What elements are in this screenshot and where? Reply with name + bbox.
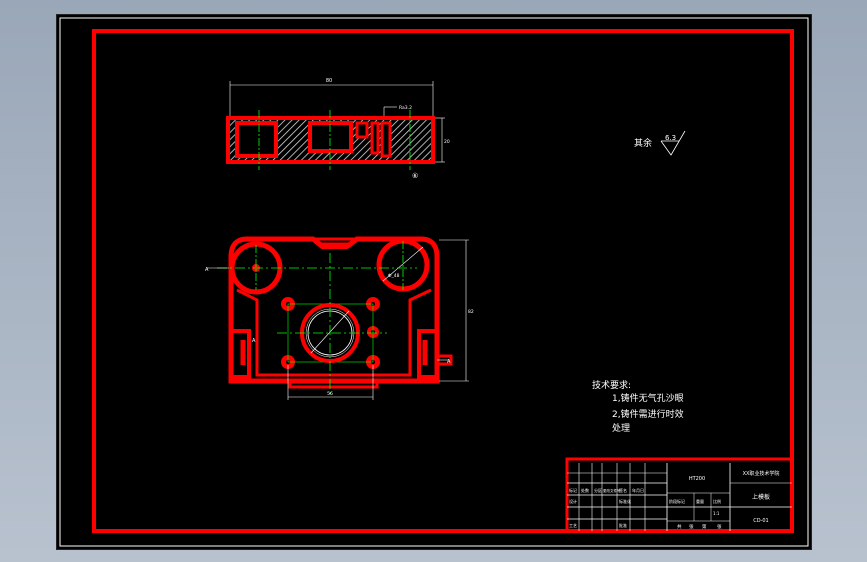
roughness-callout: Ra3.2: [399, 105, 412, 111]
tb-design: 设计: [569, 498, 577, 504]
title-block: HT200 XX职业技术学院 上模板 CD-01 标记 处数 分区 更改文件号 …: [565, 457, 794, 533]
tb-hdr-doc: 更改文件号: [603, 488, 621, 493]
tb-hdr-count: 处数: [581, 487, 589, 493]
tb-hdr-mark: 标记: [569, 487, 577, 493]
surface-finish-note: 其余 6.3: [634, 130, 686, 156]
finish-label: 其余: [634, 137, 652, 149]
dim-height: 82: [468, 309, 474, 315]
tb-part-name: 上模板: [752, 493, 770, 501]
drawing-border: [92, 29, 794, 533]
cad-drawing: 80 Ra3.2 20 ⑥: [59, 17, 809, 547]
dim-bolt-spacing: 56: [327, 391, 333, 397]
tech-requirements: 技术要求: 1,铸件无气孔沙眼 2,铸件需进行时效 处理: [592, 379, 684, 434]
tb-ratio: 比例: [713, 498, 721, 504]
section-mark-inner: A: [252, 338, 256, 344]
tb-hdr-sign: 签名: [619, 487, 627, 493]
tech-title: 技术要求:: [592, 379, 631, 391]
tb-hdr-date: 年月日: [632, 487, 644, 493]
tech-item-1: 1,铸件无气孔沙眼: [612, 392, 684, 404]
section-mark-left: A: [205, 267, 209, 273]
tb-sheet-total: 共: [677, 523, 682, 530]
tb-process: 工艺: [569, 523, 577, 528]
tb-hdr-zone: 分区: [594, 487, 602, 493]
dim-diameter: Φ_48: [388, 273, 400, 279]
tb-approve: 批准: [619, 522, 627, 528]
tb-scale: 1:1: [713, 511, 720, 516]
dim-thickness: 20: [444, 139, 450, 145]
finish-value: 6.3: [665, 134, 676, 142]
tb-sheet-end: 张: [717, 523, 722, 530]
cad-viewport[interactable]: 80 Ra3.2 20 ⑥: [56, 14, 812, 550]
outer-frame: [59, 17, 809, 547]
dim-length: 80: [326, 78, 332, 84]
section-mark-right: A: [447, 359, 451, 365]
tb-material: HT200: [689, 476, 705, 482]
tech-item-2: 2,铸件需进行时效: [612, 408, 684, 420]
plan-view: A A A Φ_48 82 56: [205, 236, 474, 400]
top-view: 80 Ra3.2 20 ⑥: [226, 78, 450, 180]
tb-drawing-no: CD-01: [753, 518, 769, 524]
tb-standardize: 标准化: [619, 498, 631, 504]
tb-weight: 重量: [696, 498, 704, 504]
tb-stage-mark: 阶段标记: [669, 498, 685, 504]
tb-school: XX职业技术学院: [743, 470, 780, 477]
tb-sheet-of: 张: [689, 523, 694, 530]
tech-item-3: 处理: [612, 422, 630, 434]
view-balloon: ⑥: [412, 172, 418, 180]
tb-sheet-no: 第: [702, 523, 707, 530]
